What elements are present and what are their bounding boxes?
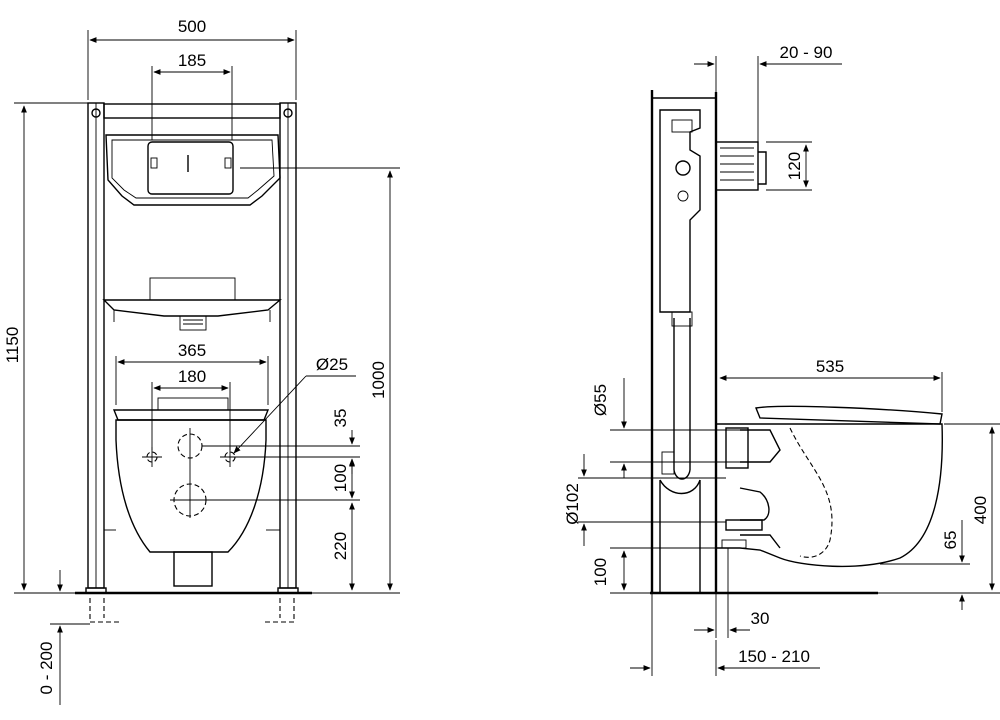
dim-bolt-diameter: Ø25 [233,355,356,454]
frame-feet [75,587,312,623]
dim-wall-gap: 20 - 90 [694,43,842,142]
dim-20-90-label: 20 - 90 [780,43,833,62]
flush-plate-opening [147,141,234,195]
seat-lid [112,409,270,421]
dim-1150-label: 1150 [3,327,22,364]
dim-220-label: 220 [331,532,350,560]
dim-1000-label: 1000 [369,361,388,399]
dim-bolt-spacing: 180 [151,367,231,450]
dim-pan-height: 1000 [240,167,400,594]
dim-frame-width: 500 [87,17,297,100]
dim-inlet-height: 120 [766,141,812,191]
cistern [105,134,281,206]
dim-65-label: 65 [941,531,960,550]
dim-100-label: 100 [331,464,350,492]
dim-35-label: 35 [331,409,350,428]
dim-535-label: 535 [816,357,844,376]
dim-side-100: 100 [591,547,722,594]
seat-side [755,405,943,425]
dim-bowl-width: 365 [115,341,269,405]
dim-185-label: 185 [178,51,206,70]
dim-frame-depth: 150 - 210 [630,593,820,676]
dim-120-label: 120 [785,152,804,180]
mid-cross-bar [102,277,282,331]
bowl-body [115,419,267,553]
dim-floor-adjust: 0 - 200 [37,570,90,705]
toilet-bowl [112,397,270,587]
inlet-pipe [715,141,767,191]
side-view: 20 - 90 120 535 Ø55 Ø102 [563,43,1000,676]
dim-o25-label: Ø25 [316,355,348,374]
dim-o102-label: Ø102 [563,483,582,525]
dim-frame-height: 1150 [3,102,88,594]
side-frame [650,90,718,593]
dim-inlet-diameter: Ø55 [591,378,740,478]
cistern-side [659,109,701,313]
dim-bowl-depth: 535 [719,357,943,412]
dim-400-label: 400 [971,496,990,524]
dim-30-label: 30 [751,609,770,628]
dim-side-100-label: 100 [591,558,610,586]
top-rail [103,103,281,119]
dim-30: 30 [694,548,769,638]
dim-button-width: 185 [151,51,233,140]
dim-180-label: 180 [178,367,206,386]
dim-outlet-diameter: Ø102 [563,454,726,546]
dim-o55-label: Ø55 [591,384,610,416]
dim-vertical-chain: 35 100 220 [202,409,360,594]
dim-400: 400 [878,423,1000,594]
bowl-foot [173,551,213,587]
dim-500-label: 500 [178,17,206,36]
front-view: 500 185 1150 1000 365 [3,17,400,705]
bowl-side [715,405,943,568]
dim-365-label: 365 [178,341,206,360]
dim-0-200-label: 0 - 200 [37,642,56,695]
dim-150-210-label: 150 - 210 [738,647,810,666]
dim-65: 65 [880,520,970,610]
